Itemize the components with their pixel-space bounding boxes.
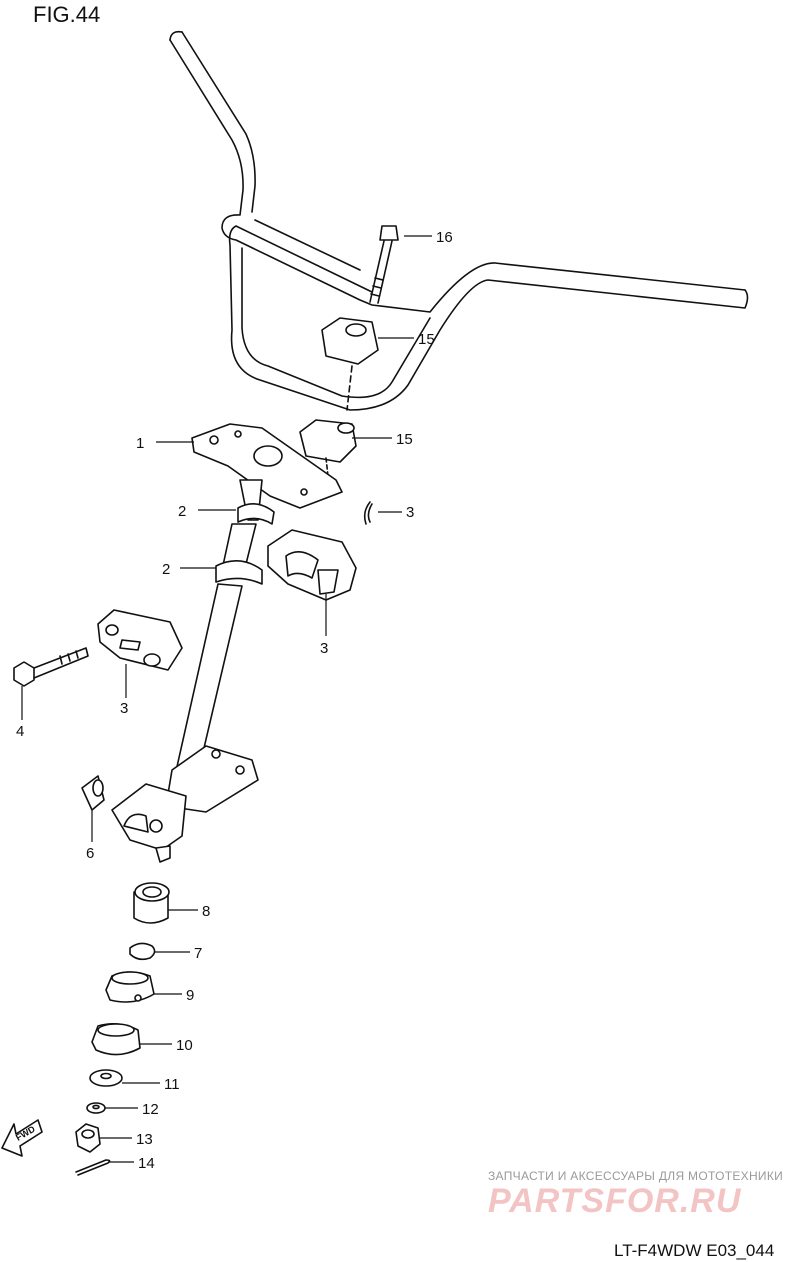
handlebar-lower-holder (299, 419, 357, 477)
callout-10: 10 (176, 1037, 193, 1054)
handlebar (169, 30, 749, 411)
handlebar-clamp-bolt (369, 225, 399, 304)
callout-14: 14 (138, 1155, 155, 1172)
callout-1: 1 (136, 435, 144, 452)
steering-shaft (173, 479, 275, 783)
watermark-brand: PARTSFOR.RU (488, 1182, 742, 1220)
callout-3-right-holder: 3 (320, 640, 328, 657)
callout-6: 6 (86, 845, 94, 862)
callout-15-lower: 15 (396, 431, 413, 448)
oil-seal-upper (105, 971, 155, 1003)
callout-2-lower: 2 (162, 561, 170, 578)
steering-lower-bracket (111, 745, 259, 863)
callout-8: 8 (202, 903, 210, 920)
handlebar-upper-clamp (321, 317, 379, 411)
holder-bolt (13, 647, 89, 687)
callout-12: 12 (142, 1101, 159, 1118)
steering-upper-bracket (191, 423, 343, 509)
figure-title: FIG.44 (33, 2, 100, 27)
small-washer (86, 1102, 106, 1114)
callout-4: 4 (16, 723, 24, 740)
callout-15-upper: 15 (418, 331, 435, 348)
steering-nut (75, 1123, 101, 1153)
callout-3-left-holder: 3 (120, 700, 128, 717)
circlip (129, 942, 156, 961)
steering-shaft-bush (133, 882, 170, 924)
callout-16: 16 (436, 229, 453, 246)
callout-7: 7 (194, 945, 202, 962)
callout-2-upper: 2 (178, 503, 186, 520)
washer (89, 1069, 123, 1087)
steering-shaft-holder-left (97, 609, 183, 671)
callout-3-cotter: 3 (406, 504, 414, 521)
callout-13: 13 (136, 1131, 153, 1148)
watermark-tagline: ЗАПЧАСТИ И АКСЕССУАРЫ ДЛЯ МОТОТЕХНИКИ (488, 1169, 783, 1183)
cotter-pin (363, 501, 373, 525)
steering-shaft-holder-right (267, 529, 357, 601)
leader-lines (21, 235, 432, 1163)
figure-code: LT-F4WDW E03_044 (614, 1241, 774, 1260)
cotter-pin-long (75, 1159, 111, 1176)
oil-seal-lower (91, 1022, 141, 1056)
callout-9: 9 (186, 987, 194, 1004)
callouts: 16 15 15 1 2 2 3 3 3 4 6 8 7 9 10 11 12 … (16, 229, 453, 1172)
bush (81, 775, 105, 811)
callout-11: 11 (164, 1076, 180, 1093)
fwd-arrow-icon: FWD (1, 1119, 43, 1157)
